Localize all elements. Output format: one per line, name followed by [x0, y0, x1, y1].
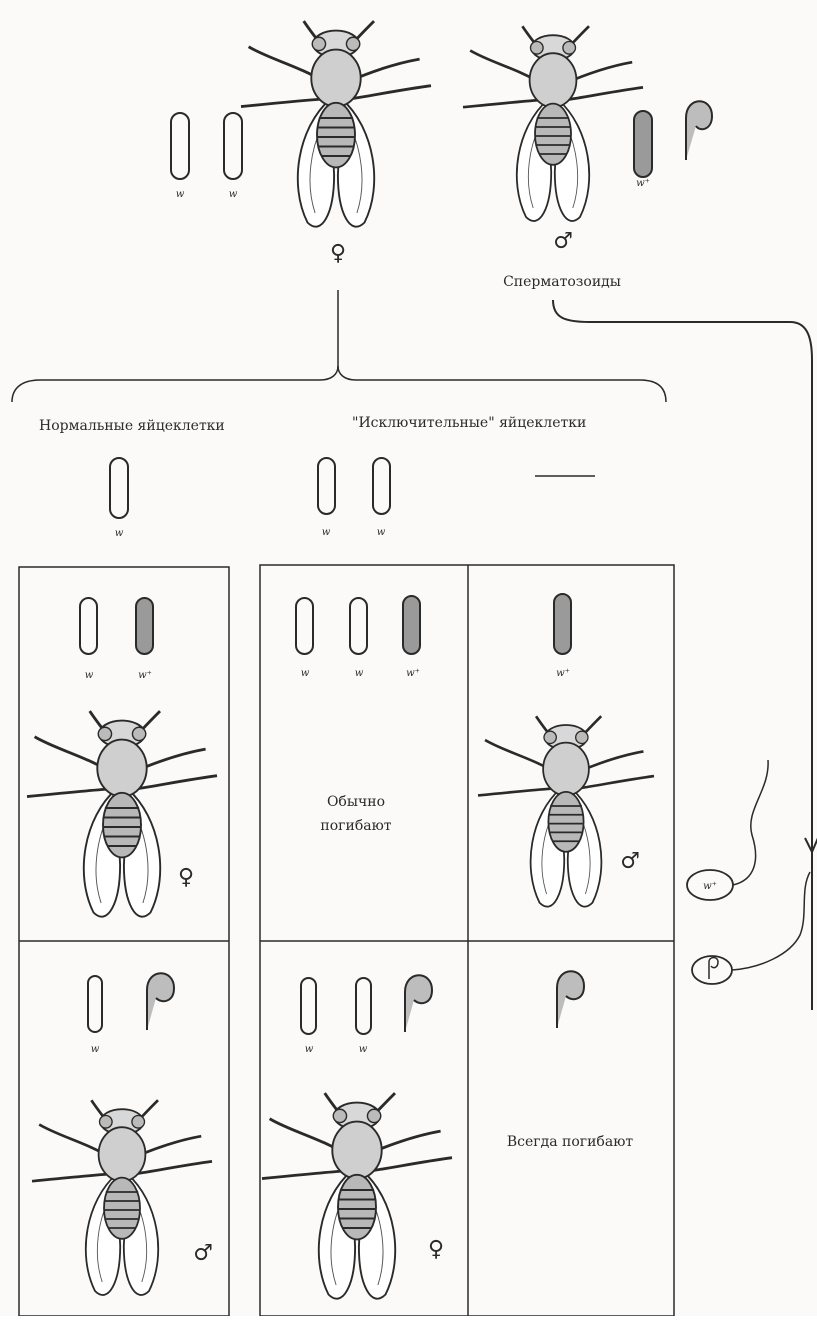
allele-label: w — [377, 527, 386, 538]
allele-label: w — [301, 668, 310, 679]
allele-label: w — [355, 668, 364, 679]
female-symbol: ♀ — [178, 865, 194, 890]
allele-label: w — [229, 189, 238, 200]
allele-label: w⁺ — [636, 178, 650, 189]
cell-xy-male: w ♂ — [32, 973, 213, 1295]
allele-label: w — [85, 670, 94, 681]
allele-label: w — [359, 1044, 368, 1055]
allele-label: w⁺ — [703, 881, 717, 892]
cell-yo: Всегда погибают — [507, 971, 634, 1150]
cell-xx-female: w w⁺ ♀ — [27, 598, 217, 917]
male-fly-drawing — [463, 26, 643, 221]
parent-male: w⁺ ♂ Сперматозоиды — [463, 26, 712, 290]
egg-x-chromosome — [373, 458, 390, 514]
x-chromosome — [296, 598, 313, 654]
x-chromosome-shaded — [136, 598, 153, 654]
allele-label: w — [305, 1044, 314, 1055]
normal-eggs-label: Нормальные яйцеклетки — [39, 418, 225, 434]
female-fly-drawing — [241, 21, 431, 227]
male-symbol: ♂ — [620, 849, 640, 874]
outcome-note: Обычно — [327, 794, 385, 810]
male-symbol: ♂ — [193, 1241, 213, 1266]
exceptional-eggs-label: "Исключительные" яйцеклетки — [352, 415, 586, 431]
allele-label: w⁺ — [556, 668, 570, 679]
x-chromosome — [350, 598, 367, 654]
egg-x-chromosome — [318, 458, 335, 514]
x-chromosome-shaded — [634, 111, 652, 177]
egg-x-chromosome — [110, 458, 128, 518]
x-chromosome — [80, 598, 97, 654]
female-symbol: ♀ — [428, 1237, 444, 1262]
sperm-label: Сперматозоиды — [503, 274, 621, 290]
cell-xo-male: w⁺ ♂ — [478, 594, 654, 907]
allele-label: w — [91, 1044, 100, 1055]
x-chromosome-shaded — [403, 596, 420, 654]
x-chromosome — [171, 113, 189, 179]
y-chromosome — [686, 101, 712, 160]
cell-xxy-female: w w ♀ — [262, 975, 452, 1298]
cell-xxx: w w w⁺ Обычно погибают — [296, 596, 420, 834]
outcome-note: погибают — [320, 818, 391, 834]
sperm-x: w⁺ — [687, 760, 768, 900]
y-chromosome — [147, 973, 174, 1030]
y-chromosome — [405, 975, 432, 1032]
x-chromosome — [224, 113, 242, 179]
y-chromosome — [557, 971, 584, 1028]
parent-female: w w ♀ — [171, 21, 431, 266]
allele-label: w — [322, 527, 331, 538]
outcome-note: Всегда погибают — [507, 1134, 634, 1150]
male-symbol: ♂ — [553, 229, 573, 254]
bracket — [12, 366, 666, 402]
allele-label: w⁺ — [138, 670, 152, 681]
x-chromosome — [301, 978, 316, 1034]
female-symbol: ♀ — [330, 241, 346, 266]
allele-label: w — [115, 528, 124, 539]
x-chromosome-shaded — [554, 594, 571, 654]
allele-label: w — [176, 189, 185, 200]
female-fly-drawing — [262, 1093, 452, 1299]
allele-label: w⁺ — [406, 668, 420, 679]
male-fly-drawing — [32, 1100, 212, 1295]
x-chromosome — [88, 976, 102, 1032]
x-chromosome — [356, 978, 371, 1034]
male-fly-drawing — [478, 716, 654, 906]
